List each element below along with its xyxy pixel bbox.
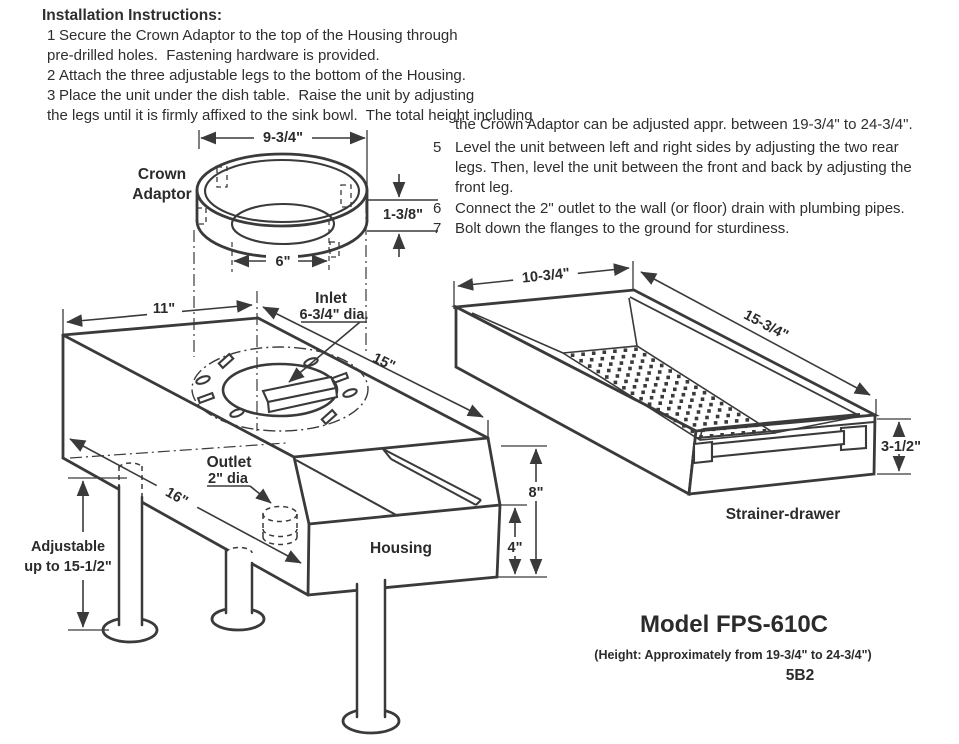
front-leg xyxy=(341,578,401,735)
instruction-line: 7 Bolt down the flanges to the ground for… xyxy=(433,219,959,239)
inlet-label: Inlet xyxy=(315,290,347,307)
crown-adaptor-drawing: 9-3/4" 1-3/8" 6" Crown Adaptor xyxy=(132,128,438,357)
step-text: front leg. xyxy=(455,179,514,196)
installation-instructions-right: the Crown Adaptor can be adjusted appr. … xyxy=(433,115,959,239)
instruction-line: front leg. xyxy=(433,178,959,198)
adjustable-label-2: up to 15-1/2" xyxy=(24,559,111,575)
drawer-handle-bracket xyxy=(692,440,714,465)
crown-inner-dimension: 6" xyxy=(276,254,291,270)
instruction-line: the Crown Adaptor can be adjusted appr. … xyxy=(433,115,959,135)
instruction-line: 6 Connect the 2" outlet to the wall (or f… xyxy=(433,199,959,219)
step-number: 3 xyxy=(47,87,56,104)
step-number: 6 xyxy=(433,200,442,217)
strainer-height-dimension: 3-1/2" xyxy=(881,439,921,455)
step-text: Attach the three adjustable legs to the … xyxy=(59,67,466,84)
instruction-line: legs. Then, level the unit between the f… xyxy=(433,158,959,178)
outlet-diameter-label: 2" dia xyxy=(208,471,249,487)
adjustable-label-1: Adjustable xyxy=(31,539,105,555)
step-text: the legs until it is firmly affixed to t… xyxy=(47,107,533,124)
strainer-width-dimension: 10-3/4" xyxy=(521,266,570,287)
model-number: Model FPS-610C xyxy=(640,611,828,638)
step-text: Bolt down the flanges to the ground for … xyxy=(455,220,790,237)
step-text: Secure the Crown Adaptor to the top of t… xyxy=(59,27,458,44)
step-text: legs. Then, level the unit between the f… xyxy=(455,159,912,176)
step-text: Connect the 2" outlet to the wall (or fl… xyxy=(455,200,905,217)
housing-length-dimension: 15" xyxy=(370,350,398,374)
left-leg xyxy=(101,462,159,644)
step-text: Level the unit between left and right si… xyxy=(455,139,899,156)
inlet-diameter-label: 6-3/4" dia. xyxy=(300,307,369,323)
instruction-line: pre-drilled holes. Fastening hardware is… xyxy=(42,46,662,66)
instructions-title: Installation Instructions: xyxy=(42,7,222,24)
housing-label: Housing xyxy=(370,540,432,557)
step-number: 2 xyxy=(47,67,56,84)
step-number: 1 xyxy=(47,27,56,44)
step-text: the Crown Adaptor can be adjusted appr. … xyxy=(455,116,913,133)
drawer-handle xyxy=(710,429,846,459)
crown-height-dimension: 1-3/8" xyxy=(383,207,423,223)
instruction-line: the legs until it is firmly affixed to t… xyxy=(42,106,662,126)
height-note: (Height: Approximately from 19-3/4" to 2… xyxy=(594,648,871,662)
outlet-label: Outlet xyxy=(207,454,252,471)
step-text: Place the unit under the dish table. Rai… xyxy=(59,87,475,104)
strainer-drawer-drawing: 10-3/4" 15-3/4" 3-1/2" Strainer-drawer xyxy=(451,261,926,523)
crown-adaptor-label-1: Crown xyxy=(138,166,186,183)
crown-top-dimension: 9-3/4" xyxy=(263,130,303,146)
housing-width-dimension: 11" xyxy=(153,301,175,317)
housing-total-height-dimension: 8" xyxy=(529,485,544,501)
instruction-line: 5 Level the unit between left and right s… xyxy=(433,138,959,158)
crown-adaptor-label-2: Adaptor xyxy=(132,186,191,203)
step-number: 7 xyxy=(433,220,442,237)
middle-leg xyxy=(210,546,266,632)
step-text: pre-drilled holes. Fastening hardware is… xyxy=(47,47,380,64)
housing-front-height-dimension: 4" xyxy=(508,540,523,556)
model-block: Model FPS-610C (Height: Approximately fr… xyxy=(594,611,871,684)
step-number: 5 xyxy=(433,139,442,156)
sheet-code: 5B2 xyxy=(786,667,814,684)
strainer-drawer-label: Strainer-drawer xyxy=(726,506,841,523)
housing-drawing: 11" 15" 16" 8" 4" Inlet 6-3/4 xyxy=(24,290,549,735)
